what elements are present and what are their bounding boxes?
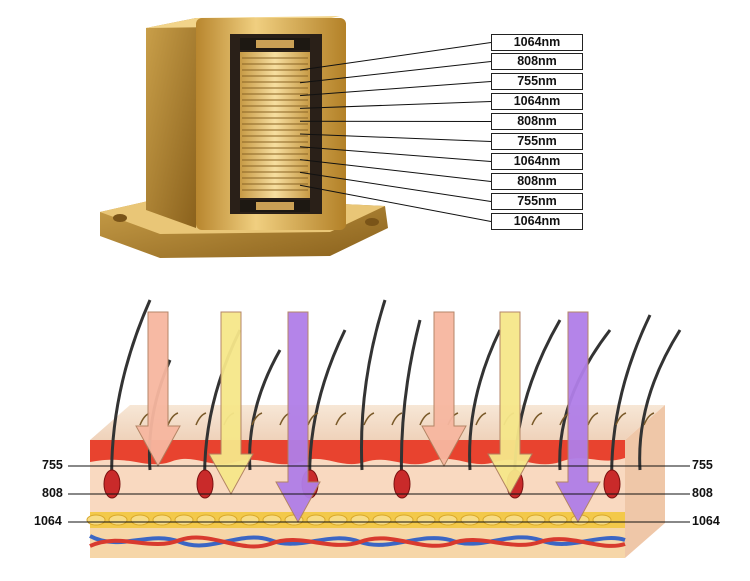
depth-label-right-808: 808 [692, 486, 713, 500]
depth-label-right-1064: 1064 [692, 514, 720, 528]
wavelength-label: 755nm [491, 193, 583, 210]
wavelength-label: 808nm [491, 53, 583, 70]
depth-label-left-1064: 1064 [34, 514, 62, 528]
laser-arrow-icon [555, 311, 601, 524]
leader-lines [299, 42, 492, 222]
skin-cross-section [86, 299, 682, 558]
laser-arrow-icon [421, 311, 467, 468]
hair-follicle-icon [393, 319, 422, 499]
leader-line [299, 133, 492, 142]
depth-label-left-808: 808 [42, 486, 63, 500]
leader-line [299, 42, 492, 71]
leader-line [299, 146, 492, 162]
wavelength-label: 1064nm [491, 213, 583, 230]
wavelength-label: 1064nm [491, 93, 583, 110]
laser-arrow-icon [275, 311, 321, 524]
wavelength-label: 1064nm [491, 153, 583, 170]
laser-arrow-icon [487, 311, 533, 496]
hair-follicle-icon [603, 314, 652, 499]
wavelength-label: 755nm [491, 73, 583, 90]
wavelength-label: 808nm [491, 173, 583, 190]
wavelength-label: 755nm [491, 133, 583, 150]
depth-label-left-755: 755 [42, 458, 63, 472]
leader-line [299, 101, 492, 109]
depth-markers [68, 465, 690, 523]
hair-follicle-icon [103, 299, 152, 499]
laser-arrow-icon [135, 311, 181, 468]
leader-line [299, 81, 492, 97]
leader-line [299, 184, 492, 222]
hair-follicle-icon [359, 299, 387, 471]
leader-line [299, 61, 492, 84]
hair-follicle-icon [468, 329, 502, 471]
hair-follicle-icon [638, 329, 682, 471]
wavelength-label: 1064nm [491, 34, 583, 51]
leader-line [299, 171, 492, 202]
laser-diode-module-icon [100, 16, 388, 258]
laser-arrow-icon [208, 311, 254, 496]
wavelength-label: 808nm [491, 113, 583, 130]
leader-line [299, 159, 492, 182]
depth-label-right-755: 755 [692, 458, 713, 472]
